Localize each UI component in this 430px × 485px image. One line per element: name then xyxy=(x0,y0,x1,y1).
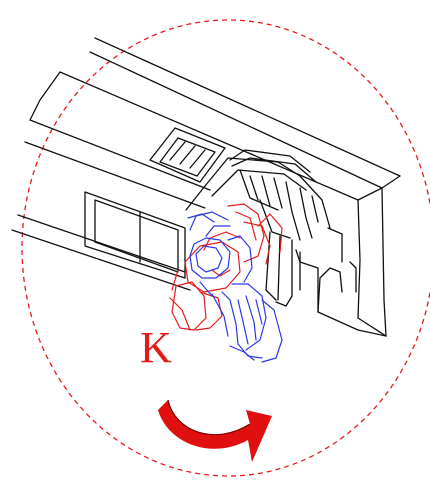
part-k-red xyxy=(169,203,283,331)
curved-arrow-clockwise-icon xyxy=(158,399,272,462)
rail-housing xyxy=(11,37,401,337)
part-k-blue xyxy=(187,211,283,363)
part-label-k: K xyxy=(140,323,172,372)
